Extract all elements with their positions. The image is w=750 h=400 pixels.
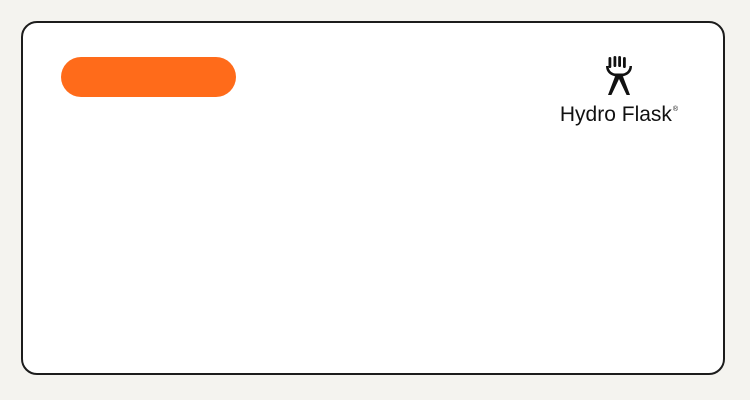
accent-pill-button[interactable] bbox=[61, 57, 236, 97]
brand-logo: Hydro Flask® bbox=[549, 56, 689, 128]
trademark-symbol: ® bbox=[672, 106, 679, 113]
brand-name-text: Hydro Flask bbox=[559, 103, 672, 126]
hydro-flask-hand-logo-icon bbox=[606, 56, 632, 95]
brand-wordmark: Hydro Flask® bbox=[549, 103, 689, 127]
content-card: Hydro Flask® bbox=[21, 21, 725, 375]
